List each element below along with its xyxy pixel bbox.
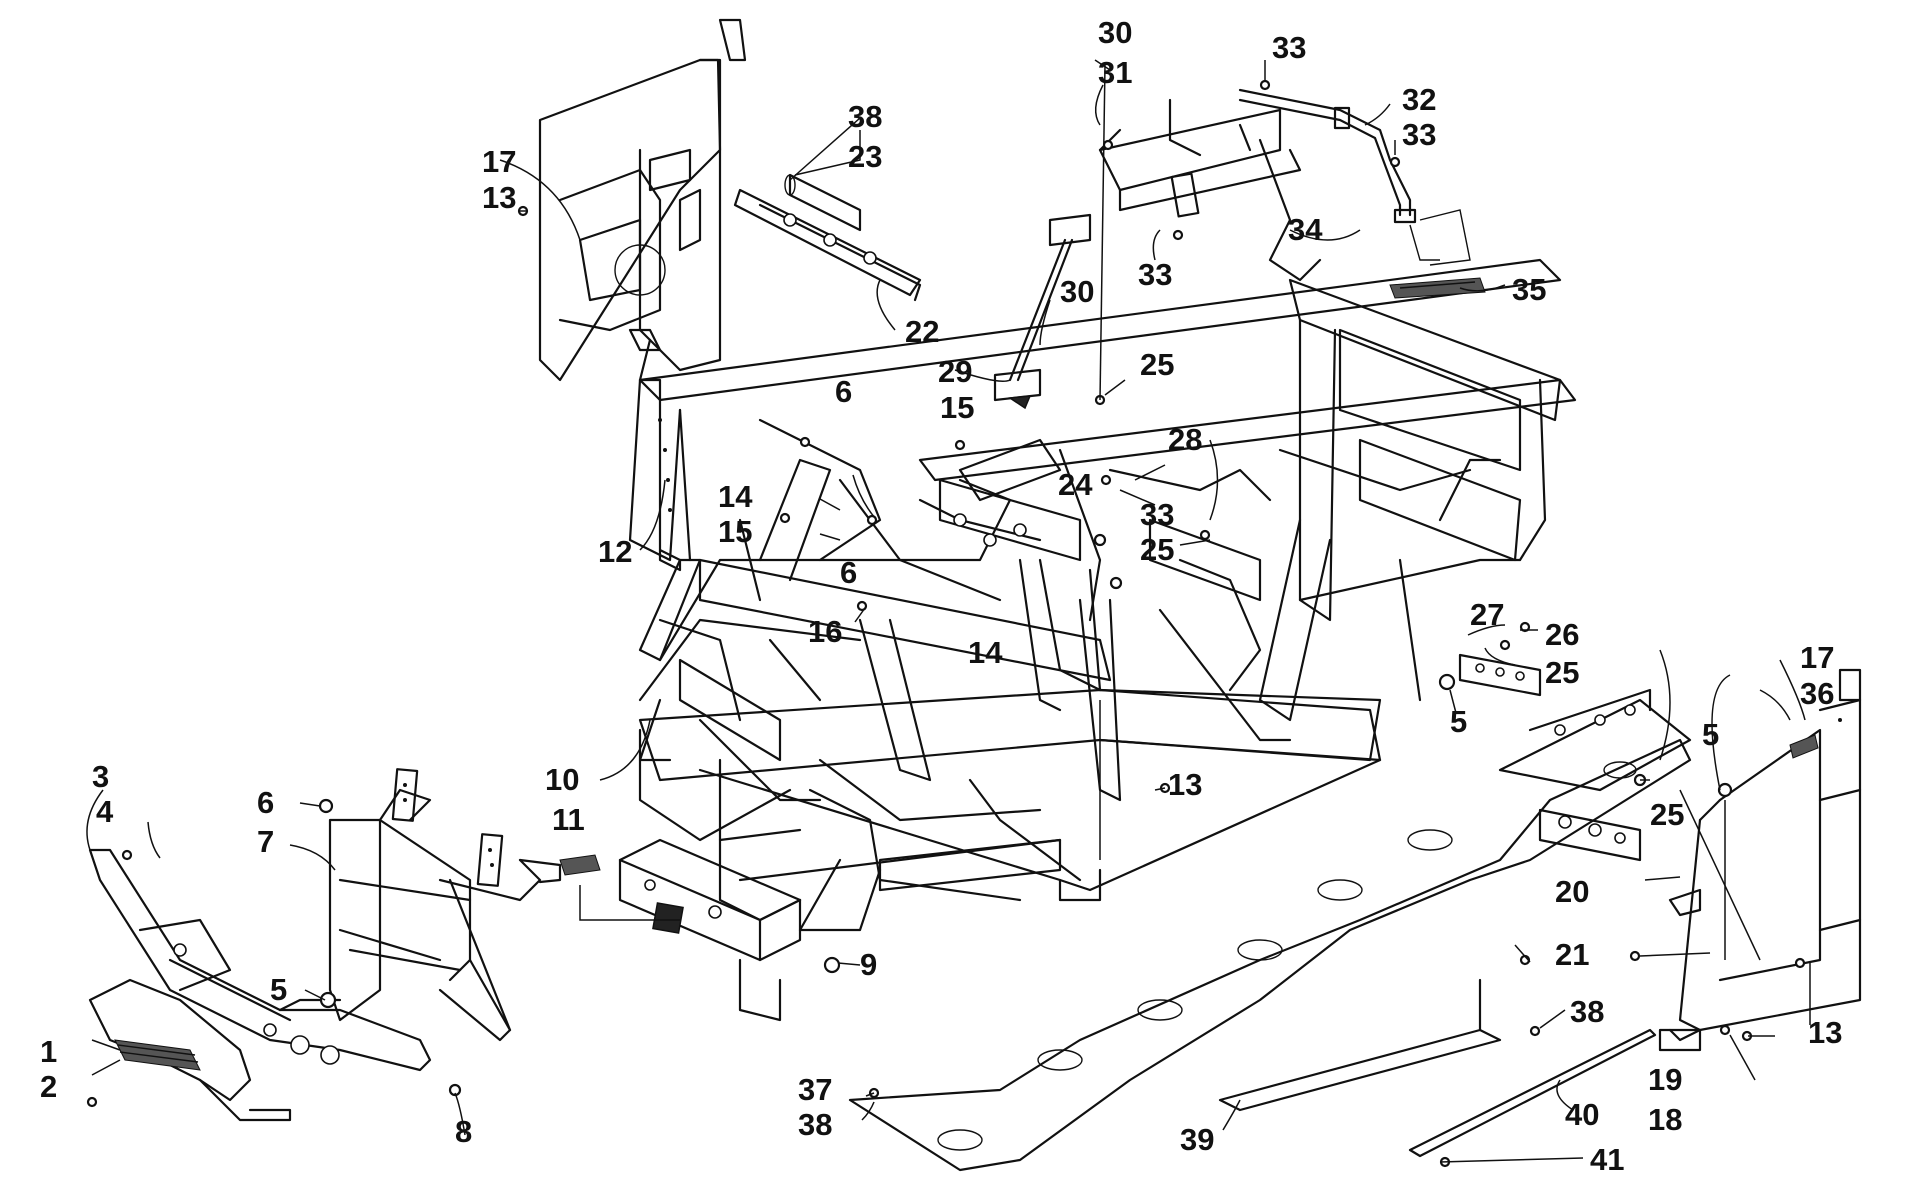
callout-4: 4	[96, 794, 114, 829]
front-bumper-bracket	[328, 768, 562, 1042]
callout-2: 2	[40, 1069, 57, 1104]
callout-36: 36	[1800, 676, 1834, 711]
rear-upper-bar	[1098, 98, 1322, 282]
callout-25a: 25	[1140, 347, 1174, 382]
callout-12: 12	[598, 534, 632, 569]
callout-21: 21	[1555, 937, 1589, 972]
callout-37: 37	[798, 1072, 832, 1107]
callout-30b: 30	[1098, 15, 1132, 50]
rear-bent-tube	[1238, 88, 1417, 224]
callout-33a: 33	[1272, 30, 1306, 65]
callout-25b: 25	[1140, 532, 1174, 567]
callout-27: 27	[1470, 597, 1504, 632]
callout-23: 23	[848, 139, 882, 174]
callout-40: 40	[1565, 1097, 1599, 1132]
callout-38a: 38	[848, 99, 882, 134]
callout-17a: 17	[482, 144, 516, 179]
callout-33b: 33	[1402, 117, 1436, 152]
callout-35: 35	[1512, 272, 1546, 307]
callout-5c: 5	[1702, 717, 1719, 752]
callout-13b: 13	[1168, 767, 1202, 802]
callout-34: 34	[1288, 212, 1323, 247]
main-frame	[618, 258, 1577, 1022]
callout-19: 19	[1648, 1062, 1682, 1097]
callout-18: 18	[1648, 1102, 1682, 1137]
callout-30a: 30	[1060, 274, 1094, 309]
callout-31: 31	[1098, 55, 1132, 90]
callout-11: 11	[552, 802, 585, 837]
callout-5b: 5	[1450, 704, 1467, 739]
callout-39: 39	[1180, 1122, 1214, 1157]
callout-7: 7	[257, 824, 274, 859]
callout-26: 26	[1545, 617, 1579, 652]
callout-6c: 6	[840, 555, 857, 590]
callout-32: 32	[1402, 82, 1436, 117]
callout-13c: 13	[1808, 1015, 1842, 1050]
callout-24: 24	[1058, 467, 1093, 502]
callout-labels: 1 2 3 4 6 7 5 8 9 10 11 12 17 13 38 23 2…	[40, 15, 1842, 1177]
bumper-cover	[88, 978, 292, 1122]
skid-strip-40	[1408, 1028, 1657, 1158]
callout-33c: 33	[1138, 257, 1172, 292]
center-support-stand	[993, 213, 1092, 410]
callout-38c: 38	[798, 1107, 832, 1142]
callout-16: 16	[808, 614, 842, 649]
skid-plate-main	[848, 738, 1692, 1172]
callout-14b: 14	[968, 635, 1003, 670]
callout-3: 3	[92, 759, 109, 794]
callout-8: 8	[455, 1114, 472, 1149]
callout-20: 20	[1555, 874, 1589, 909]
callout-29: 29	[938, 354, 972, 389]
callout-15a: 15	[940, 390, 974, 425]
side-panel-left	[538, 18, 747, 382]
callout-15b: 15	[718, 514, 752, 549]
callout-1: 1	[40, 1034, 57, 1069]
callout-25c: 25	[1545, 655, 1579, 690]
side-panel-right	[1658, 668, 1862, 1052]
side-brackets	[1458, 653, 1642, 862]
callout-6a: 6	[257, 785, 274, 820]
callout-28: 28	[1168, 422, 1202, 457]
front-roll-post-left	[628, 328, 692, 572]
callout-25d: 25	[1650, 797, 1684, 832]
callout-14a: 14	[718, 479, 753, 514]
front-decal	[559, 854, 601, 876]
callout-6b: 6	[835, 374, 852, 409]
skid-plate-39	[1218, 978, 1502, 1112]
decal-and-bracket	[1389, 209, 1486, 299]
skid-plate-rear	[1498, 688, 1692, 792]
callout-5a: 5	[270, 972, 287, 1007]
callout-33d: 33	[1140, 497, 1174, 532]
callout-10: 10	[545, 762, 579, 797]
callout-13a: 13	[482, 180, 516, 215]
front-bumper-tube	[88, 848, 432, 1072]
grab-handle-bracket	[733, 173, 922, 302]
callout-41: 41	[1590, 1142, 1624, 1177]
leader-lines	[86, 59, 1811, 1163]
callout-22: 22	[905, 314, 939, 349]
callout-38b: 38	[1570, 994, 1604, 1029]
callout-9: 9	[860, 947, 877, 982]
callout-17b: 17	[1800, 640, 1834, 675]
